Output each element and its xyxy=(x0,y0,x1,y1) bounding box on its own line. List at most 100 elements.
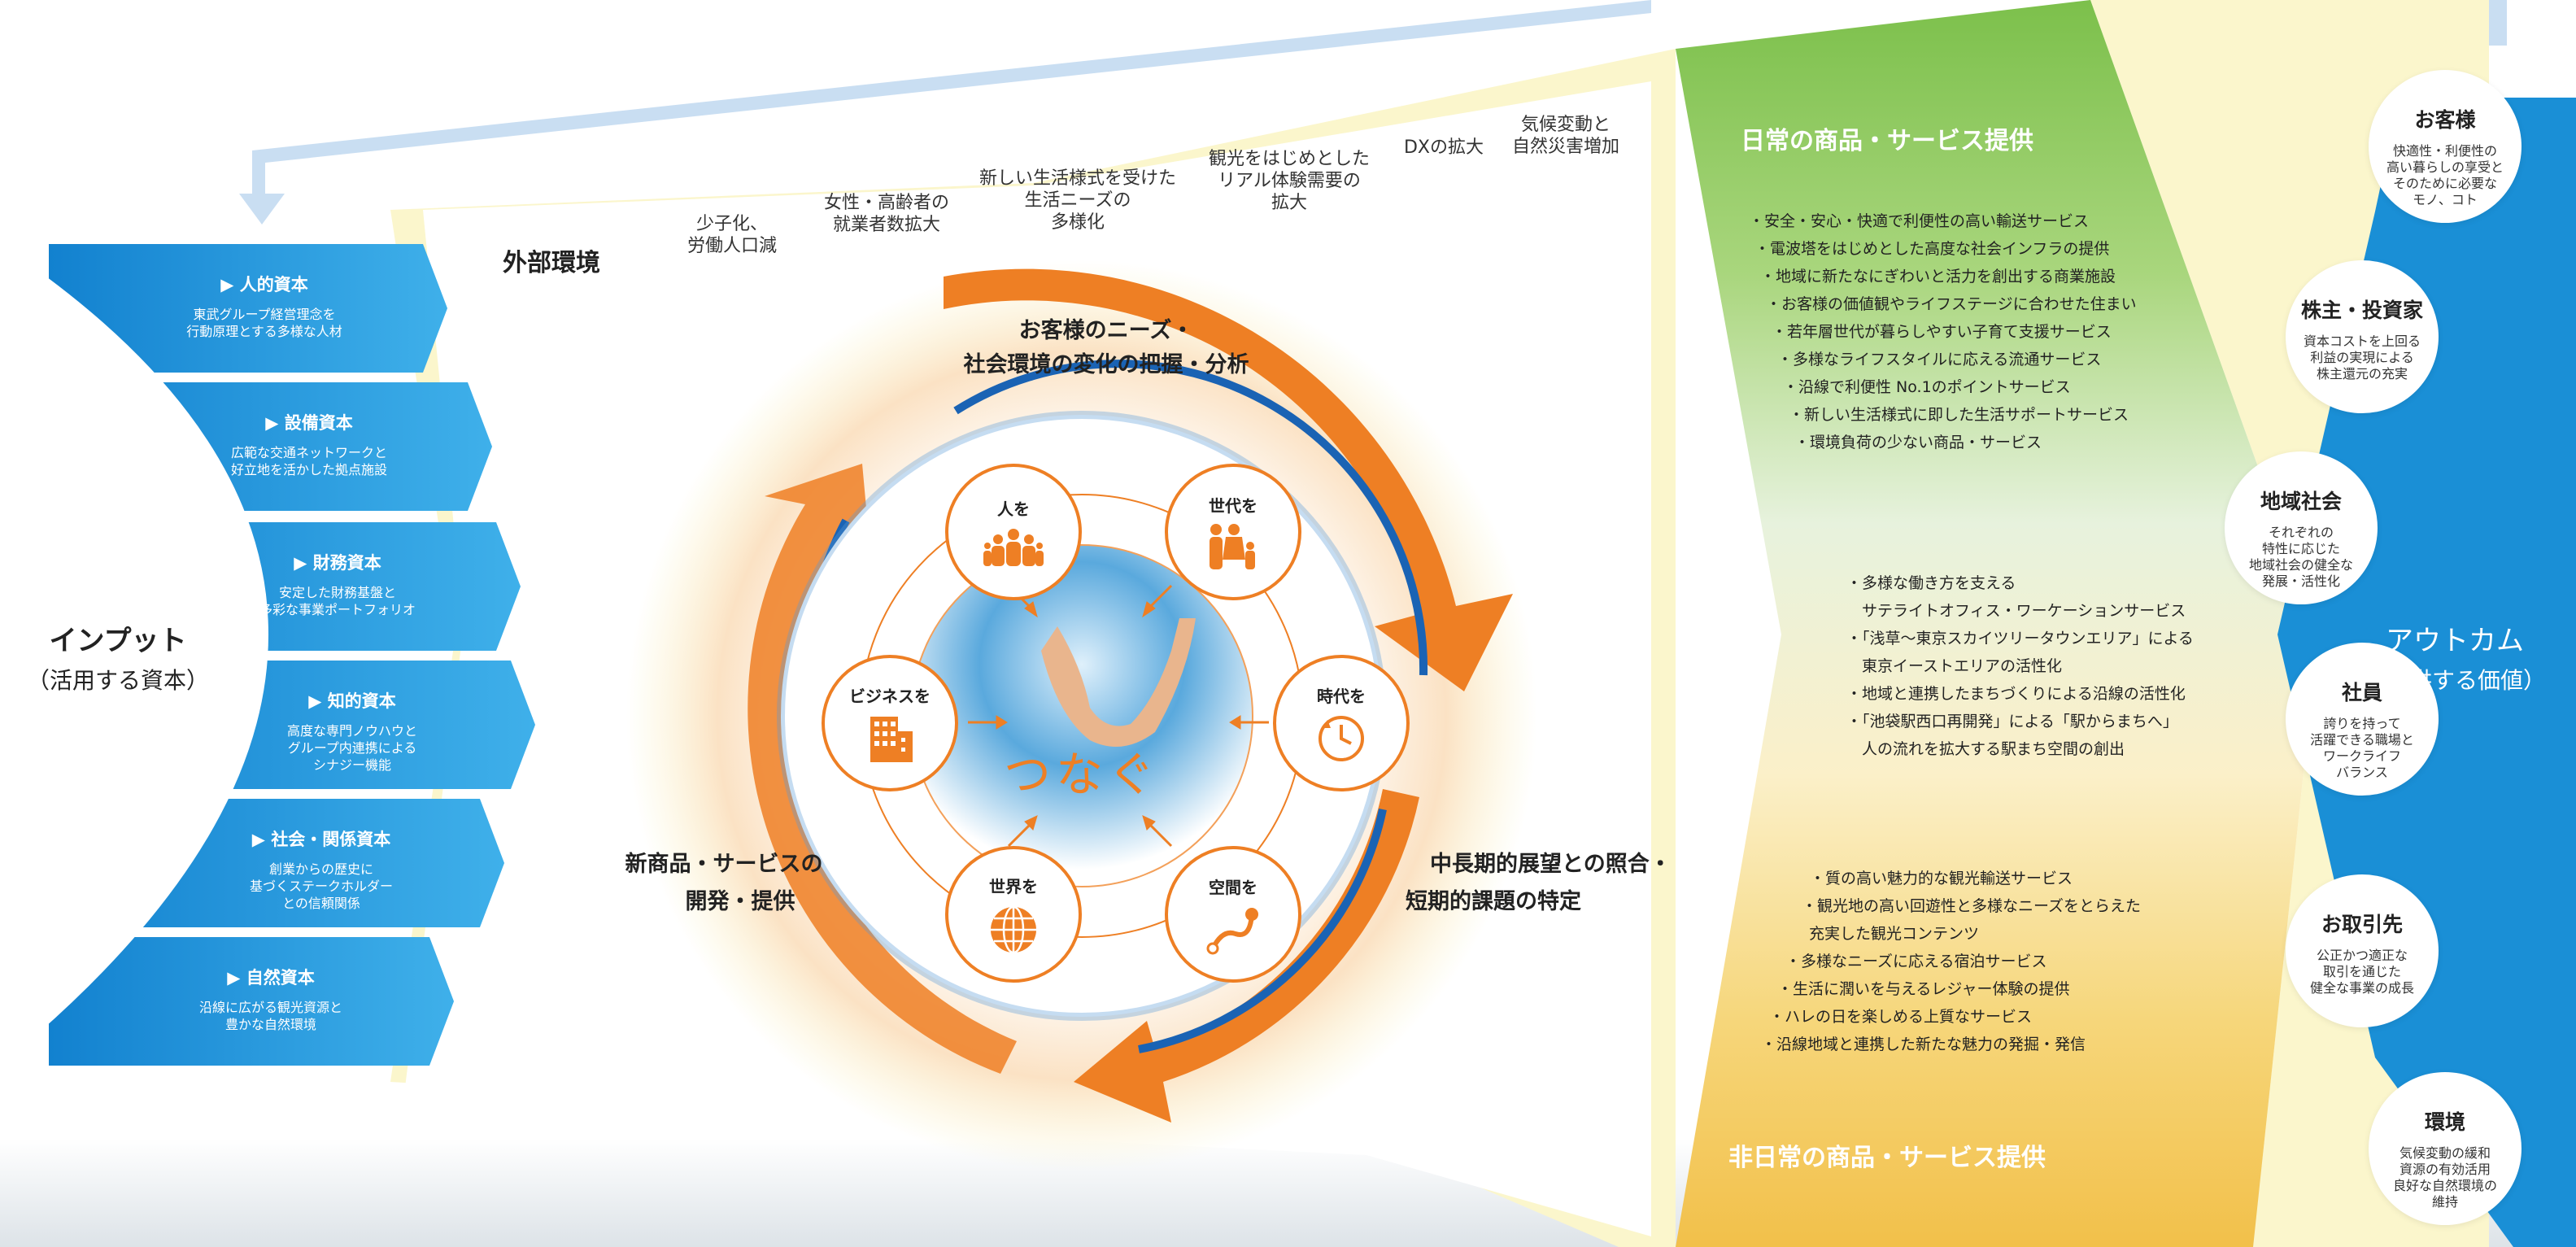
capital-item: ▶ 設備資本広範な交通ネットワークと好立地を活かした拠点施設 xyxy=(187,410,431,478)
stakeholder-desc-line: モノ、コト xyxy=(2413,192,2478,207)
list-item: ・生活に潤いを与えるレジャー体験の提供 xyxy=(1777,980,2070,998)
external-factor: 新しい生活様式を受けた生活ニーズの多様化 xyxy=(964,168,1192,233)
capital-desc-line: 行動原理とする多様な人材 xyxy=(186,324,342,339)
external-factor-line: 気候変動と xyxy=(1520,115,1611,135)
list-item: ・新しい生活様式に即した生活サポートサービス xyxy=(1789,406,2129,424)
external-factor: 少子化、労働人口減 xyxy=(659,213,805,257)
list-item: ・安全・安心・快適で利便性の高い輸送サービス xyxy=(1749,212,2090,230)
external-factor: 気候変動と自然災害増加 xyxy=(1493,114,1639,158)
capital-title: ▶ 財務資本 xyxy=(294,553,381,573)
stakeholder-title: 地域社会 xyxy=(2260,490,2342,513)
stakeholder-desc-line: 快適性・利便性の xyxy=(2392,143,2497,159)
list-item: 人の流れを拡大する駅まち空間の創出 xyxy=(1846,740,2125,758)
input-heading: インプット （活用する資本） xyxy=(16,618,220,695)
stakeholder-desc-line: ワークライフ xyxy=(2322,748,2401,764)
family-generations-icon xyxy=(1210,523,1255,569)
capital-item: ▶ 人的資本東武グループ経営理念を行動原理とする多様な人材 xyxy=(142,272,386,340)
node-space: 空間を xyxy=(1165,846,1301,983)
capital-item: ▶ 財務資本安定した財務基盤と多彩な事業ポートフォリオ xyxy=(216,550,460,618)
list-item: ・ハレの日を楽しめる上質なサービス xyxy=(1769,1008,2033,1026)
list-item: 東京イーストエリアの活性化 xyxy=(1846,657,2063,675)
regional-initiatives-list: ・多様な働き方を支える サテライトオフィス・ワーケーションサービス・「浅草～東京… xyxy=(1846,569,2194,763)
external-factor-line: 新しい生活様式を受けた xyxy=(979,168,1176,189)
external-environment-title: 外部環境 xyxy=(503,249,600,277)
capital-item: ▶ 自然資本沿線に広がる観光資源と豊かな自然環境 xyxy=(149,965,393,1033)
list-item: ・電波塔をはじめとした高度な社会インフラの提供 xyxy=(1754,240,2110,258)
stakeholder-title: お客様 xyxy=(2414,108,2476,132)
list-item: 充実した観光コンテンツ xyxy=(1794,925,1980,943)
external-factor: 観光をはじめとしたリアル体験需要の拡大 xyxy=(1188,148,1391,214)
list-item: ・お客様の価値観やライフステージに合わせた住まい xyxy=(1766,295,2137,313)
stakeholder-title: 株主・投資家 xyxy=(2300,299,2423,322)
external-factor-line: 女性・高齢者の xyxy=(823,193,949,213)
capital-desc-line: 好立地を活かした拠点施設 xyxy=(230,462,387,477)
list-item: ・「浅草～東京スカイツリータウンエリア」による xyxy=(1846,630,2194,647)
external-factor: DXの拡大 xyxy=(1387,137,1501,159)
capital-title: ▶ 自然資本 xyxy=(227,968,315,988)
stakeholder-desc-line: 活躍できる職場と xyxy=(2310,732,2414,748)
list-item: ・多様なニーズに応える宿泊サービス xyxy=(1785,953,2047,970)
stakeholder-desc-line: 利益の実現による xyxy=(2310,350,2414,365)
list-item: サテライトオフィス・ワーケーションサービス xyxy=(1846,602,2186,620)
stakeholder-circle: 環境気候変動の緩和資源の有効活用良好な自然環境の維持 xyxy=(2369,1072,2522,1225)
stakeholder-desc-line: 公正かつ適正な xyxy=(2316,948,2408,963)
stakeholder-desc-line: バランス xyxy=(2336,765,2388,780)
list-item: ・沿線で利便性 No.1のポイントサービス xyxy=(1783,378,2071,396)
list-item: ・地域と連携したまちづくりによる沿線の活性化 xyxy=(1846,685,2186,703)
stakeholder-desc-line: そのために必要な xyxy=(2392,176,2497,191)
stakeholder-title: お取引先 xyxy=(2321,913,2403,936)
capital-title: ▶ 設備資本 xyxy=(265,413,353,433)
daily-services-title: 日常の商品・サービス提供 xyxy=(1741,127,2033,155)
external-factor-line: リアル体験需要の xyxy=(1218,171,1361,191)
external-factor-line: 観光をはじめとした xyxy=(1208,149,1370,169)
nondaily-services-list: ・質の高い魅力的な観光輸送サービス・観光地の高い回遊性と多様なニーズをとらえた … xyxy=(1761,865,2141,1058)
stakeholder-desc-line: 高い暮らしの享受と xyxy=(2386,159,2504,175)
clock-icon xyxy=(1319,715,1364,761)
stakeholder-desc-line: 発展・活性化 xyxy=(2261,573,2340,589)
capital-title: ▶ 人的資本 xyxy=(220,275,308,294)
node-era: 時代を xyxy=(1273,655,1410,791)
stakeholder-circle: 社員誇りを持って活躍できる職場とワークライフバランス xyxy=(2286,643,2439,796)
capital-desc-line: シナジー機能 xyxy=(312,757,391,773)
route-map-icon xyxy=(1206,907,1258,954)
node-connector-arrows xyxy=(968,584,1269,848)
external-factor-line: 生活ニーズの xyxy=(1024,190,1131,211)
node-world: 世界を xyxy=(945,846,1082,983)
capital-item: ▶ 社会・関係資本創業からの歴史に基づくステークホルダーとの信頼関係 xyxy=(199,826,443,912)
stakeholder-desc-line: それぞれの xyxy=(2268,525,2334,540)
external-factor-line: 就業者数拡大 xyxy=(832,215,940,235)
globe-icon xyxy=(991,905,1036,953)
capital-desc-line: 基づくステークホルダー xyxy=(249,879,393,894)
stakeholder-title: 環境 xyxy=(2424,1110,2465,1134)
center-tsunagu-label: つなぐ xyxy=(1003,747,1160,802)
stakeholder-desc-line: 特性に応じた xyxy=(2261,541,2340,556)
stakeholder-desc-line: 気候変動の緩和 xyxy=(2399,1145,2491,1161)
stakeholder-desc-line: 維持 xyxy=(2431,1194,2458,1210)
list-item: ・沿線地域と連携した新たな魅力の発掘・発信 xyxy=(1761,1036,2086,1053)
nondaily-services-title: 非日常の商品・サービス提供 xyxy=(1728,1144,2046,1172)
capital-desc-line: 高度な専門ノウハウと xyxy=(286,723,417,739)
capital-desc-line: グループ内連携による xyxy=(287,740,417,756)
capital-desc-line: 広範な交通ネットワークと xyxy=(230,445,387,460)
stakeholder-desc-line: 健全な事業の成長 xyxy=(2309,980,2414,996)
list-item: ・「池袋駅西口再開発」による「駅からまちへ」 xyxy=(1846,713,2178,730)
capital-desc-line: 東武グループ経営理念を xyxy=(193,307,336,322)
capital-desc-line: 豊かな自然環境 xyxy=(224,1017,316,1032)
list-item: ・多様な働き方を支える xyxy=(1846,574,2016,592)
stakeholder-desc-line: 誇りを持って xyxy=(2323,716,2401,731)
external-factor-line: 自然災害増加 xyxy=(1511,137,1619,157)
list-item: ・多様なライフスタイルに応える流通サービス xyxy=(1777,351,2102,368)
stakeholder-desc-line: 資源の有効活用 xyxy=(2399,1162,2491,1177)
capital-desc-line: 多彩な事業ポートフォリオ xyxy=(259,602,416,617)
capital-title: ▶ 社会・関係資本 xyxy=(251,830,391,849)
stakeholder-circle: 株主・投資家資本コストを上回る利益の実現による株主還元の充実 xyxy=(2286,260,2439,413)
input-semicircle xyxy=(0,244,268,1066)
list-item: ・若年層世代が暮らしやすい子育て支援サービス xyxy=(1772,323,2112,341)
capital-band xyxy=(49,937,454,1066)
node-generation: 世代を xyxy=(1165,464,1301,600)
outcome-title: アウトカム xyxy=(2386,625,2524,657)
list-item: ・環境負荷の少ない商品・サービス xyxy=(1794,434,2042,451)
stakeholder-desc-line: 良好な自然環境の xyxy=(2392,1178,2497,1193)
external-factor-line: 労働人口減 xyxy=(686,236,777,256)
capital-desc-line: 安定した財務基盤と xyxy=(278,585,396,600)
